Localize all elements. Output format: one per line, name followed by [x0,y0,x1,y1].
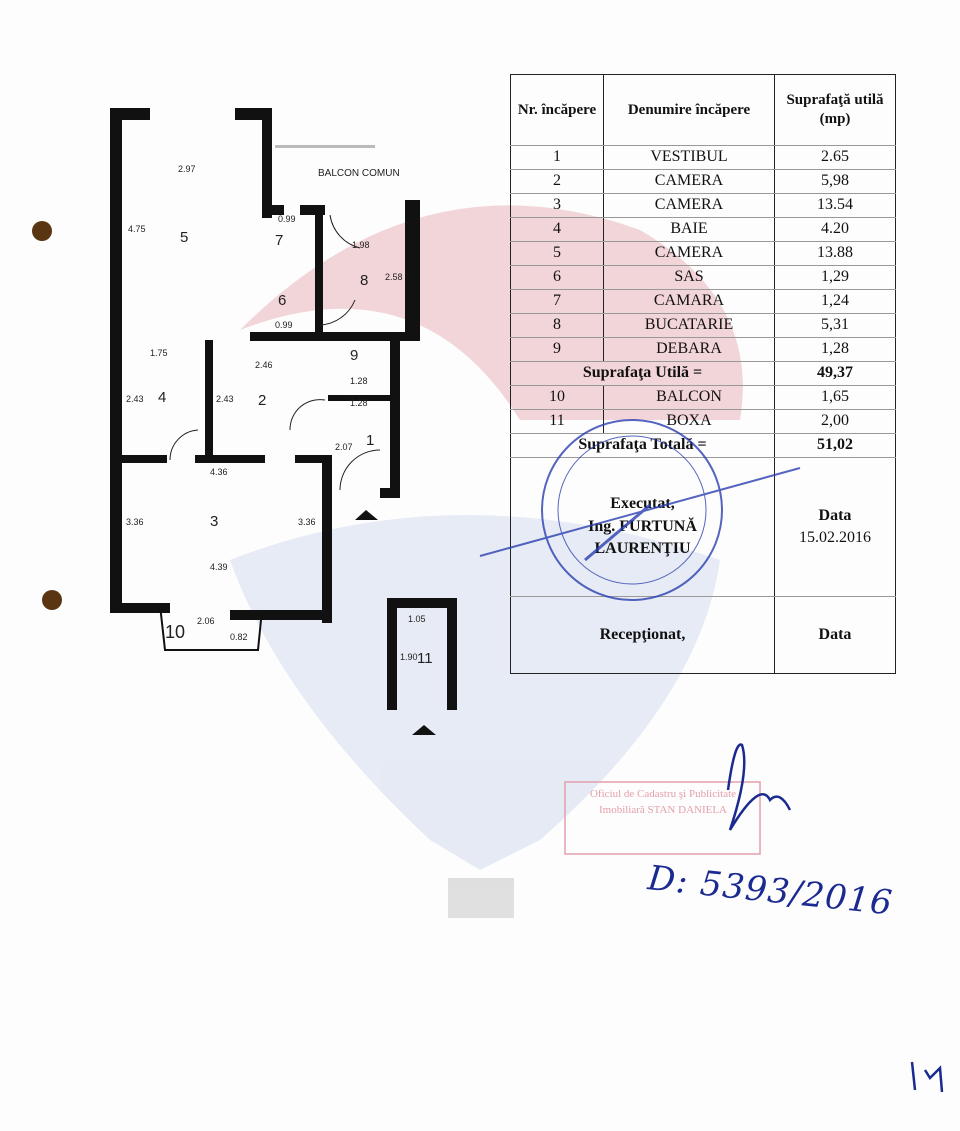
cell-nr: 2 [510,169,604,194]
svg-text:2.97: 2.97 [178,164,196,174]
cell-area: 13.88 [774,241,896,266]
svg-text:2.07: 2.07 [335,442,353,452]
cell-area: 4.20 [774,217,896,242]
room-area-table: Nr. încăpere Denumire încăpere Suprafaţă… [510,74,896,674]
svg-text:0.99: 0.99 [275,320,293,330]
svg-text:1.05: 1.05 [408,614,426,624]
date-value: 15.02.2016 [799,529,871,546]
svg-text:1.75: 1.75 [150,348,168,358]
cell-name: BAIE [603,217,775,242]
cell-name: BUCATARIE [603,313,775,338]
svg-text:2.46: 2.46 [255,360,273,370]
cell-nr: 1 [510,145,604,170]
cell-nr: 6 [510,265,604,290]
svg-text:2.43: 2.43 [216,394,234,404]
svg-text:BALCON COMUN: BALCON COMUN [318,168,400,179]
engineer-name: Ing. FURTUNĂ LAURENŢIU [588,517,697,558]
cell-name: VESTIBUL [603,145,775,170]
cell-area: 5,98 [774,169,896,194]
svg-text:0.82: 0.82 [230,632,248,642]
cadastre-stamp-text: Oficiul de Cadastru şi Publicitate Imobi… [589,788,737,816]
cell-area: 2,00 [774,409,896,434]
util-total-row: Suprafaţa Utilă =49,37 [510,361,896,386]
cell-name: CAMERA [603,241,775,266]
svg-text:4.36: 4.36 [210,467,228,477]
svg-text:11: 11 [417,650,433,667]
svg-text:1.98: 1.98 [352,240,370,250]
svg-text:5: 5 [180,229,188,246]
cell-area: 1,24 [774,289,896,314]
svg-text:0.99: 0.99 [278,214,296,224]
svg-text:8: 8 [360,272,368,289]
cell-name: BOXA [603,409,775,434]
executat-label: Executat, [610,495,675,513]
svg-text:6: 6 [278,292,286,309]
svg-text:2: 2 [258,392,266,409]
cell-nr: 4 [510,217,604,242]
svg-text:2.06: 2.06 [197,616,215,626]
cell-nr: 7 [510,289,604,314]
cell-nr: 11 [510,409,604,434]
cell-name: DEBARA [603,337,775,362]
cell-area: 1,29 [774,265,896,290]
received-row: Recepţionat, Data [510,596,896,674]
cell-name: SAS [603,265,775,290]
cell-area: 5,31 [774,313,896,338]
svg-text:2.43: 2.43 [126,394,144,404]
svg-text:10: 10 [165,622,185,642]
svg-text:4: 4 [158,389,166,406]
floor-plan: BALCON COMUN 1 2 3 4 5 6 7 8 9 10 11 2.97 4.75… [110,108,457,735]
svg-text:1.28: 1.28 [350,376,368,386]
svg-text:7: 7 [275,232,283,249]
svg-text:1.90: 1.90 [400,652,418,662]
svg-text:4.75: 4.75 [128,224,146,234]
svg-text:3.36: 3.36 [126,517,144,527]
cell-nr: 9 [510,337,604,362]
svg-text:2.58: 2.58 [385,272,403,282]
cell-nr: 5 [510,241,604,266]
cell-nr: 3 [510,193,604,218]
cell-nr: 8 [510,313,604,338]
svg-text:9: 9 [350,347,358,364]
punch-hole [42,590,62,610]
cell-area: 2.65 [774,145,896,170]
cell-area: 13.54 [774,193,896,218]
svg-text:1: 1 [366,432,374,449]
cell-area: 1,65 [774,385,896,410]
grand-total-row: Suprafaţa Totală =51,02 [510,433,896,458]
punch-hole [32,221,52,241]
table-header: Nr. încăpere Denumire încăpere Suprafaţă… [510,74,896,146]
cell-nr: 10 [510,385,604,410]
svg-text:4.39: 4.39 [210,562,228,572]
svg-text:1.28: 1.28 [350,398,368,408]
svg-text:3: 3 [210,513,218,530]
cell-name: CAMERA [603,169,775,194]
cell-name: CAMERA [603,193,775,218]
cell-name: BALCON [603,385,775,410]
cell-area: 1,28 [774,337,896,362]
svg-text:3.36: 3.36 [298,517,316,527]
cell-name: CAMARA [603,289,775,314]
